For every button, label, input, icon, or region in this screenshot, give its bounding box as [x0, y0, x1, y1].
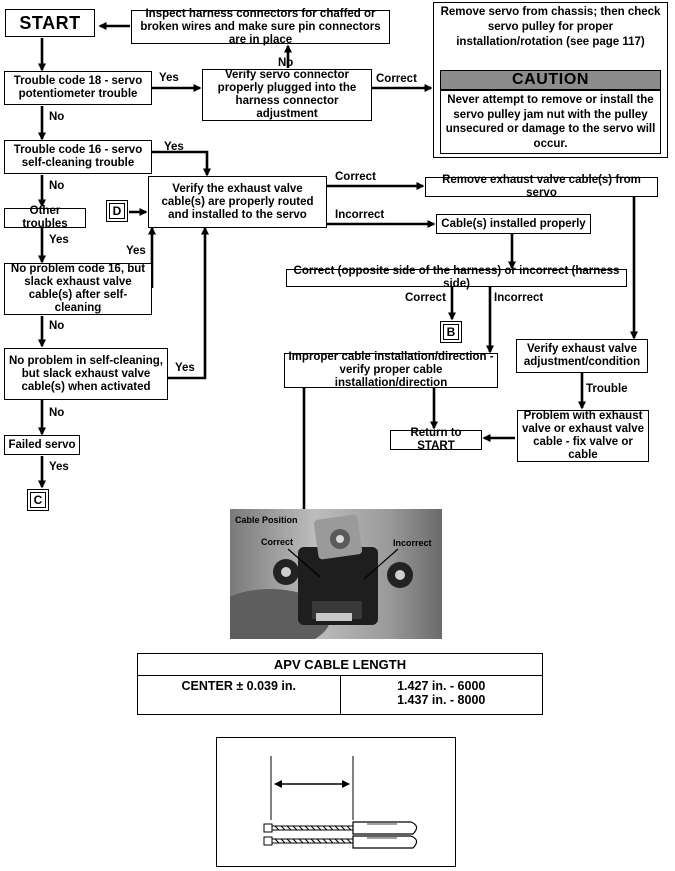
edge-label-correct: Correct: [376, 73, 417, 85]
caution-panel: Remove servo from chassis; then check se…: [433, 2, 668, 158]
no-problem-16-text: No problem code 16, but slack exhaust va…: [10, 263, 146, 314]
cable-installed-box: Cable(s) installed properly: [436, 214, 591, 234]
correct-opposite-text: Correct (opposite side of the harness) o…: [293, 265, 620, 290]
edge-label-correct: Correct: [405, 292, 446, 304]
apv-value-6000: 1.427 in. - 6000: [397, 679, 486, 693]
failed-servo-text: Failed servo: [8, 438, 76, 451]
apv-table-center: CENTER ± 0.039 in.: [137, 675, 341, 715]
photo-label-correct: Correct: [261, 537, 294, 547]
other-troubles-box: Other troubles: [4, 205, 86, 230]
correct-opposite-box: Correct (opposite side of the harness) o…: [286, 265, 627, 290]
inspect-harness-text: Inspect harness connectors for chaffed o…: [140, 7, 381, 46]
cable-measurement-illustration: [263, 756, 418, 849]
edge-label-trouble: Trouble: [586, 383, 628, 395]
problem-valve-box: Problem with exhaust valve or exhaust va…: [517, 410, 649, 462]
edge-label-correct: Correct: [335, 171, 376, 183]
return-start-box: Return to START: [390, 427, 482, 452]
remove-cable-text: Remove exhaust valve cable(s) from servo: [442, 174, 641, 199]
cable-length-diagram: [216, 737, 456, 867]
cable-installed-text: Cable(s) installed properly: [441, 217, 586, 230]
edge-label-no: No: [49, 180, 65, 192]
code18-text: Trouble code 18 - servo potentiometer tr…: [13, 75, 143, 100]
caution-banner: CAUTION: [440, 70, 661, 90]
verify-adjust-box: Verify exhaust valve adjustment/conditio…: [516, 339, 648, 373]
edge-label-no: No: [278, 57, 294, 69]
tag-d: D: [106, 200, 128, 222]
edge-label-no: No: [49, 320, 65, 332]
verify-connector-box: Verify servo connector properly plugged …: [202, 69, 372, 121]
no-problem-self-text: No problem in self-cleaning, but slack e…: [9, 354, 163, 393]
code16-box: Trouble code 16 - servo self-cleaning tr…: [4, 140, 152, 174]
edge-label-yes: Yes: [126, 245, 146, 257]
verify-connector-text: Verify servo connector properly plugged …: [217, 69, 357, 120]
tag-c: C: [27, 489, 49, 511]
edge-label-yes: Yes: [164, 141, 184, 153]
problem-valve-text: Problem with exhaust valve or exhaust va…: [521, 410, 645, 461]
edge-label-no: No: [49, 407, 65, 419]
tag-b: B: [440, 321, 462, 343]
edge-label-yes: Yes: [49, 461, 69, 473]
start-box: START: [5, 9, 95, 37]
edge-label-yes: Yes: [49, 234, 69, 246]
no-problem-16-box: No problem code 16, but slack exhaust va…: [4, 263, 152, 315]
photo-title: Cable Position: [235, 515, 298, 525]
verify-cable-box: Verify the exhaust valve cable(s) are pr…: [148, 176, 327, 228]
improper-cable-text: Improper cable installation/direction - …: [288, 351, 494, 389]
edge-label-no: No: [49, 111, 65, 123]
tag-c-label: C: [30, 492, 46, 508]
cable-position-photo: Cable Position Correct Incorrect: [230, 509, 442, 639]
code16-text: Trouble code 16 - servo self-cleaning tr…: [13, 144, 143, 169]
apv-value-8000: 1.437 in. - 8000: [397, 693, 486, 707]
apv-table-values: 1.427 in. - 6000 1.437 in. - 8000: [339, 675, 543, 715]
remove-servo-text: Remove servo from chassis; then check se…: [440, 6, 661, 48]
edge-label-yes: Yes: [159, 72, 179, 84]
apv-table-title: APV CABLE LENGTH: [137, 653, 543, 676]
tag-b-label: B: [443, 324, 459, 340]
inspect-harness-box: Inspect harness connectors for chaffed o…: [131, 7, 390, 46]
photo-label-incorrect: Incorrect: [393, 538, 432, 548]
improper-cable-box: Improper cable installation/direction - …: [284, 351, 498, 389]
verify-cable-text: Verify the exhaust valve cable(s) are pr…: [161, 182, 314, 221]
apv-cable-length-table: APV CABLE LENGTH CENTER ± 0.039 in. 1.42…: [137, 653, 543, 715]
edge-label-incorrect: Incorrect: [494, 292, 544, 304]
edge-label-yes: Yes: [175, 362, 195, 374]
other-troubles-text: Other troubles: [22, 205, 68, 230]
no-problem-self-box: No problem in self-cleaning, but slack e…: [4, 348, 168, 400]
verify-adjust-text: Verify exhaust valve adjustment/conditio…: [523, 343, 641, 368]
code18-box: Trouble code 18 - servo potentiometer tr…: [4, 71, 152, 105]
tag-d-label: D: [109, 203, 125, 219]
start-label: START: [19, 12, 81, 33]
edge-label-incorrect: Incorrect: [335, 209, 385, 221]
caution-text: Never attempt to remove or install the s…: [440, 90, 661, 154]
servo-photo-illustration: [230, 514, 413, 639]
remove-cable-box: Remove exhaust valve cable(s) from servo: [425, 174, 658, 199]
failed-servo-box: Failed servo: [4, 435, 80, 455]
return-start-text: Return to START: [410, 427, 462, 452]
